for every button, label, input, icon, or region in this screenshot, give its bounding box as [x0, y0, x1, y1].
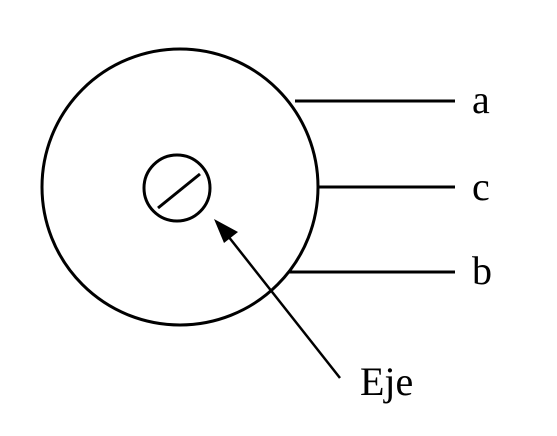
terminal-c-label: c — [472, 164, 490, 209]
terminal-b-label: b — [472, 248, 492, 293]
shaft-label: Eje — [360, 359, 413, 404]
terminal-a-label: a — [472, 77, 490, 122]
shaft-pointer-arrowhead-icon — [214, 219, 238, 243]
shaft-circle — [142, 153, 212, 223]
shaft-pointer-line — [227, 235, 341, 379]
shaft-slot-line — [157, 172, 201, 210]
